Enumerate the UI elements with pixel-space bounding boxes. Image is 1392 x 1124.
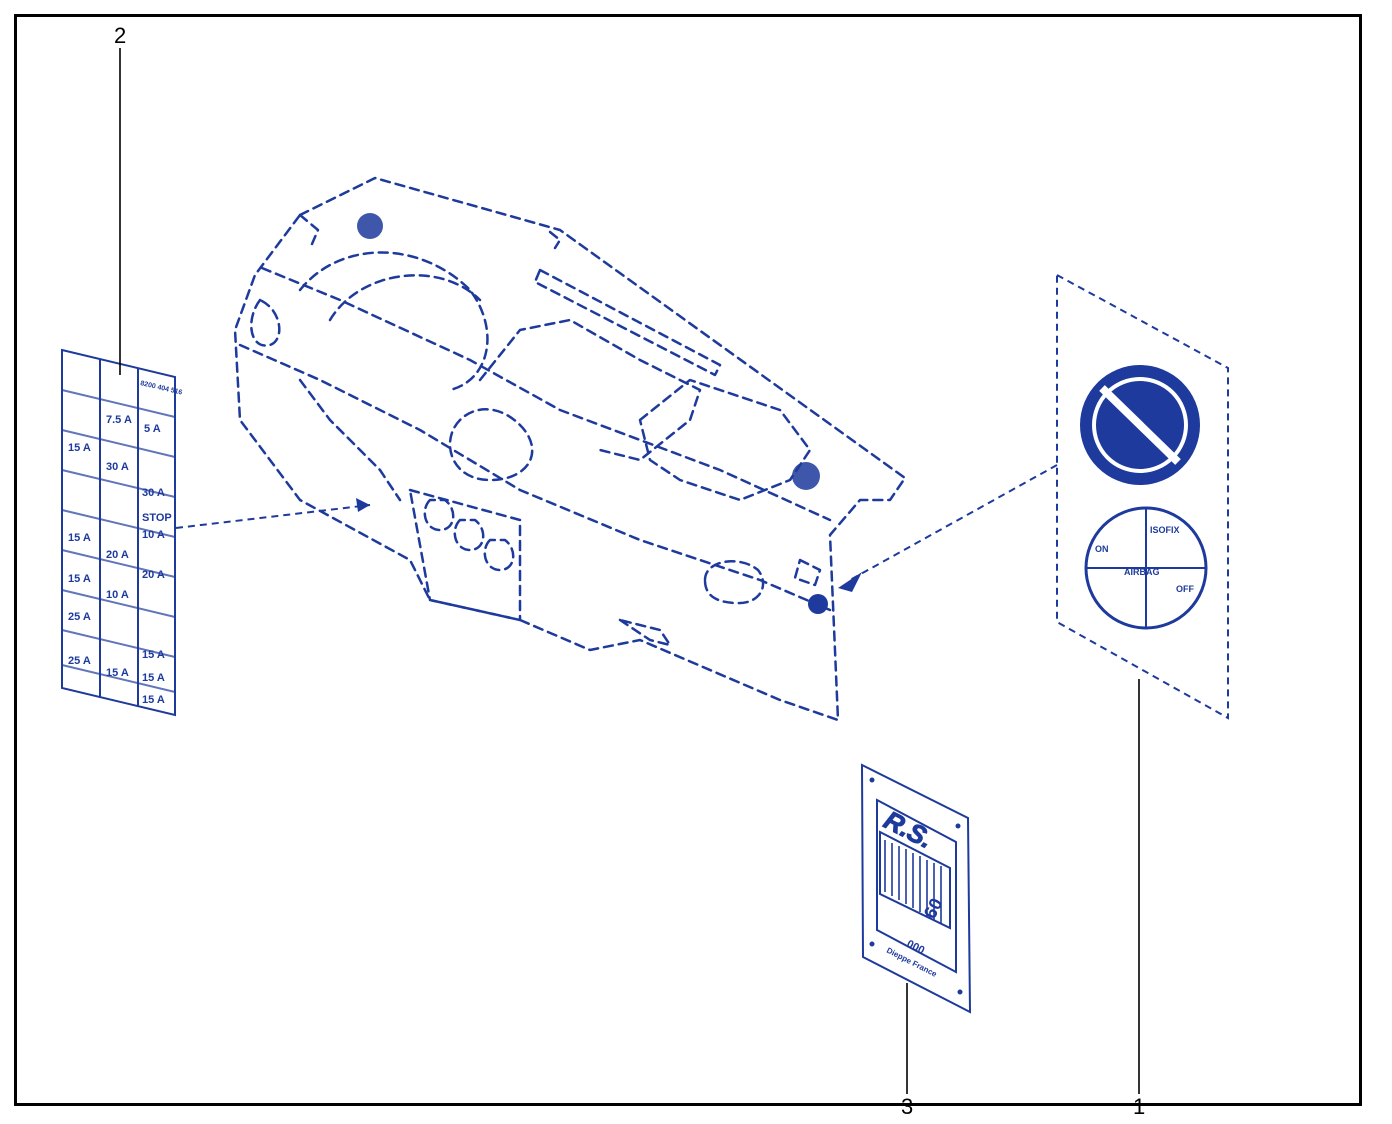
fuse-label: 8200 404 516 7.5 A 5 A 15 A 30 A 30 A ST… [61, 348, 183, 717]
fuse-cell-7: 10 A [142, 529, 165, 541]
fuse-cell-8: 15 A [68, 532, 91, 544]
fuse-cell-12: 10 A [106, 589, 129, 601]
isofix-label: ISOFIX [1150, 525, 1180, 535]
callout-1: 1 [1133, 1094, 1145, 1119]
fuse-cell-17: 15 A [142, 694, 165, 706]
fuse-cell-6: STOP [142, 512, 172, 524]
airbag-off-label: OFF [1176, 584, 1194, 594]
fuse-cell-4: 30 A [106, 461, 129, 473]
fuse-cell-18: 15 A [142, 672, 165, 684]
fuse-cell-13: 25 A [68, 611, 91, 623]
airbag-on-label: ON [1095, 544, 1109, 554]
callout-3: 3 [901, 1094, 913, 1119]
fuse-cell-11: 15 A [68, 573, 91, 585]
dashboard-assembly [233, 176, 907, 722]
sticker-leader [849, 464, 1058, 581]
fuse-cell-1: 7.5 A [106, 414, 132, 426]
airbag-sticker: ON ISOFIX AIRBAG OFF [1056, 273, 1229, 720]
fuse-label-part-number: 8200 404 516 [140, 380, 183, 396]
callout-2: 2 [114, 23, 126, 48]
fuse-label-leader [175, 504, 371, 529]
fuse-cell-10: 20 A [142, 569, 165, 581]
fuse-cell-3: 15 A [68, 442, 91, 454]
fuse-cell-2: 5 A [144, 423, 161, 435]
fuse-cell-9: 20 A [106, 549, 129, 561]
fuse-cell-16: 15 A [106, 667, 129, 679]
fuse-cell-14: 15 A [142, 649, 165, 661]
rs-plaque: R.S. 60 000 Dieppe France [860, 763, 972, 1014]
plaque-model: 60 [920, 895, 947, 922]
fuse-cell-5: 30 A [142, 487, 165, 499]
airbag-label: AIRBAG [1124, 567, 1160, 577]
fuse-cell-15: 25 A [68, 655, 91, 667]
